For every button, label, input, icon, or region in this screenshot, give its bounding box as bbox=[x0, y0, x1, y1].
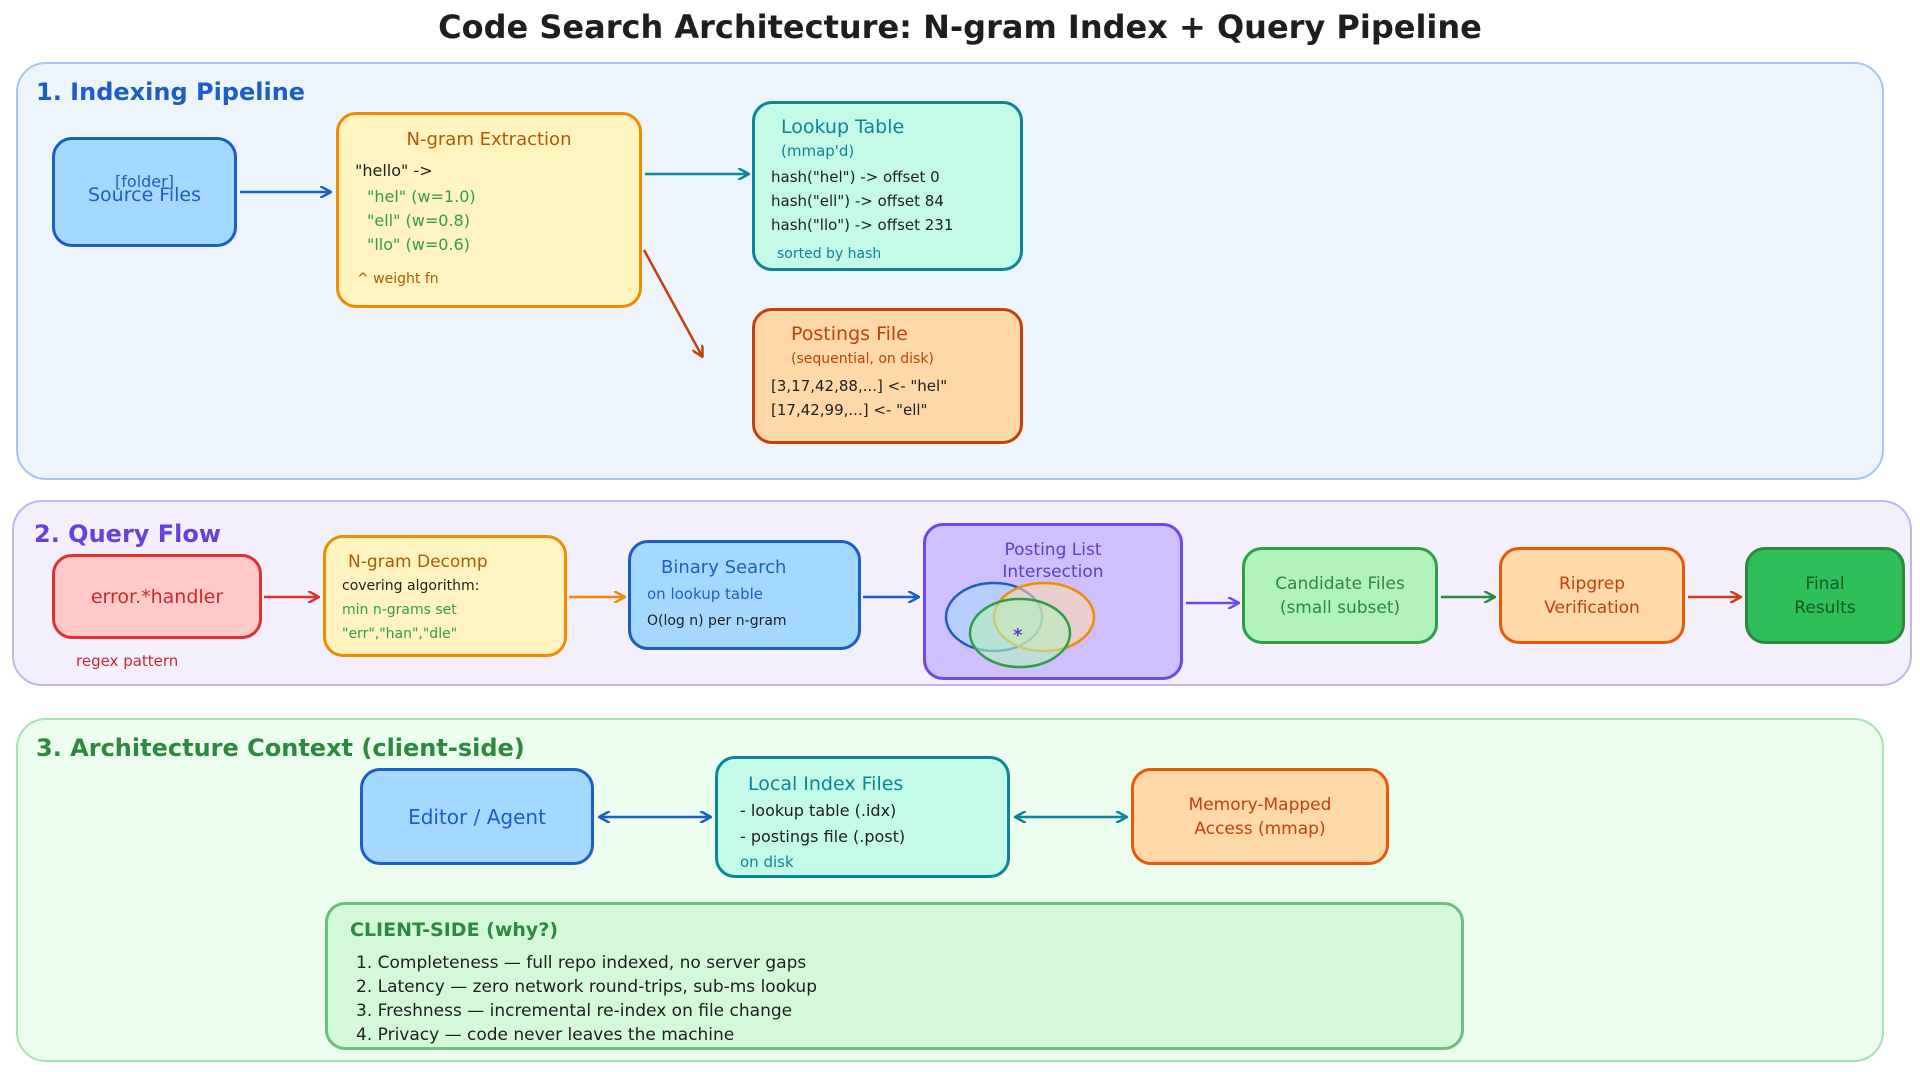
ngram-input: "hello" -> bbox=[355, 161, 433, 180]
final-results-line: Results bbox=[1794, 598, 1856, 618]
final-results-box[interactable]: Final Results bbox=[1745, 547, 1905, 644]
binary-search-box[interactable]: Binary Search on lookup table O(log n) p… bbox=[628, 540, 861, 650]
candidate-files-line: (small subset) bbox=[1279, 598, 1401, 618]
postings-file-box[interactable]: Postings File (sequential, on disk) [3,1… bbox=[752, 308, 1023, 444]
decomp-line: covering algorithm: bbox=[342, 578, 480, 594]
intersection-marker: * bbox=[1013, 625, 1023, 646]
local-index-title: Local Index Files bbox=[748, 773, 904, 795]
source-files-box[interactable]: [folder] Source Files bbox=[52, 137, 237, 247]
regex-caption: regex pattern bbox=[76, 652, 179, 670]
ngram-item: "llo" (w=0.6) bbox=[367, 235, 470, 254]
weight-fn-note: ^ weight fn bbox=[357, 271, 439, 287]
ngram-decomp-title: N-gram Decomp bbox=[348, 552, 488, 572]
binary-search-line: on lookup table bbox=[647, 585, 763, 603]
ngram-item: "ell" (w=0.8) bbox=[367, 211, 470, 230]
candidate-files-box[interactable]: Candidate Files (small subset) bbox=[1242, 547, 1438, 644]
ngram-extraction-box[interactable]: N-gram Extraction "hello" -> "hel" (w=1.… bbox=[336, 112, 642, 308]
decomp-line: min n-grams set bbox=[342, 602, 457, 618]
regex-pattern-box[interactable]: error.*handler bbox=[52, 554, 262, 639]
ngram-item: "hel" (w=1.0) bbox=[367, 187, 476, 206]
ripgrep-verification-box[interactable]: Ripgrep Verification bbox=[1499, 547, 1685, 644]
editor-agent-label: Editor / Agent bbox=[408, 805, 546, 829]
client-side-reason: 1. Completeness — full repo indexed, no … bbox=[356, 953, 807, 973]
lookup-row: hash("hel") -> offset 0 bbox=[771, 168, 940, 186]
lookup-table-subtitle: (mmap'd) bbox=[781, 142, 855, 160]
mmap-line: Access (mmap) bbox=[1194, 819, 1326, 839]
final-results-line: Final bbox=[1805, 574, 1845, 594]
postings-row: [17,42,99,...] <- "ell" bbox=[771, 401, 928, 419]
venn-diagram: * bbox=[944, 581, 1096, 669]
local-index-line: - lookup table (.idx) bbox=[740, 801, 897, 820]
local-index-line: - postings file (.post) bbox=[740, 827, 906, 846]
sorted-by-hash-note: sorted by hash bbox=[777, 246, 882, 262]
context-section-title: 3. Architecture Context (client-side) bbox=[36, 734, 525, 762]
ripgrep-line: Verification bbox=[1544, 598, 1640, 618]
client-side-title: CLIENT-SIDE (why?) bbox=[350, 919, 559, 941]
intersection-title: Posting List bbox=[1004, 540, 1102, 560]
postings-row: [3,17,42,88,...] <- "hel" bbox=[771, 377, 948, 395]
binary-search-title: Binary Search bbox=[661, 557, 787, 578]
intersection-title: Intersection bbox=[1002, 562, 1104, 582]
ngram-extraction-title: N-gram Extraction bbox=[406, 129, 572, 150]
lookup-table-title: Lookup Table bbox=[781, 116, 905, 138]
client-side-reason: 2. Latency — zero network round-trips, s… bbox=[356, 977, 817, 997]
lookup-row: hash("llo") -> offset 231 bbox=[771, 216, 954, 234]
local-index-files-box[interactable]: Local Index Files - lookup table (.idx) … bbox=[715, 756, 1010, 878]
regex-pattern-label: error.*handler bbox=[90, 586, 224, 608]
indexing-section-title: 1. Indexing Pipeline bbox=[36, 78, 306, 106]
lookup-table-box[interactable]: Lookup Table (mmap'd) hash("hel") -> off… bbox=[752, 101, 1023, 271]
venn-circle-green bbox=[968, 597, 1072, 669]
ripgrep-line: Ripgrep bbox=[1559, 574, 1625, 594]
client-side-reason: 3. Freshness — incremental re-index on f… bbox=[356, 1001, 793, 1021]
postings-file-title: Postings File bbox=[791, 323, 908, 345]
postings-file-subtitle: (sequential, on disk) bbox=[791, 351, 934, 367]
candidate-files-line: Candidate Files bbox=[1275, 574, 1405, 594]
on-disk-note: on disk bbox=[740, 853, 794, 871]
diagram-title: Code Search Architecture: N-gram Index +… bbox=[438, 8, 1482, 46]
binary-search-line: O(log n) per n-gram bbox=[647, 613, 787, 629]
editor-agent-box[interactable]: Editor / Agent bbox=[360, 768, 594, 865]
folder-icon: [folder] bbox=[115, 172, 174, 191]
client-side-reason: 4. Privacy — code never leaves the machi… bbox=[356, 1025, 735, 1045]
ngram-decomp-box[interactable]: N-gram Decomp covering algorithm: min n-… bbox=[323, 535, 567, 657]
lookup-row: hash("ell") -> offset 84 bbox=[771, 192, 944, 210]
mmap-line: Memory-Mapped bbox=[1188, 795, 1332, 815]
query-section-title: 2. Query Flow bbox=[34, 520, 222, 548]
client-side-box: CLIENT-SIDE (why?) 1. Completeness — ful… bbox=[325, 902, 1464, 1050]
memory-mapped-box[interactable]: Memory-Mapped Access (mmap) bbox=[1131, 768, 1389, 865]
source-files-label: Source Files bbox=[88, 184, 201, 206]
decomp-line: "err","han","dle" bbox=[342, 626, 458, 642]
